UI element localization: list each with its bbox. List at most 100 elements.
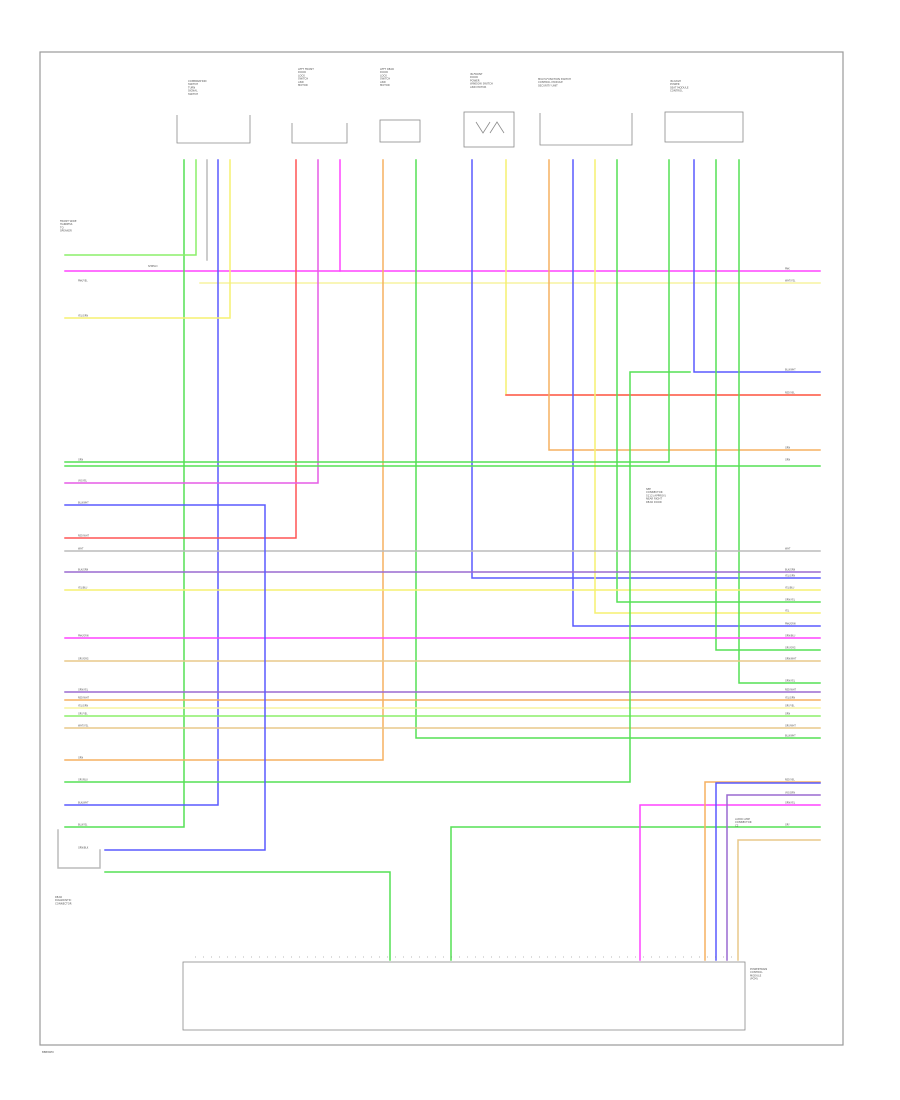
wire-c6-green3 (738, 159, 821, 684)
left-wire-label: WHT/YEL (78, 725, 89, 728)
wire-c1-yellow (64, 159, 231, 319)
diagram-code: B8B84E0 (42, 1050, 54, 1054)
right-wire-label: GRY (785, 824, 790, 827)
left-wire-label: GRN (78, 757, 83, 760)
right-wire-label: GRY/ORG (785, 647, 796, 650)
wire-c5-blue (572, 159, 821, 627)
wire-c5-yellow (594, 159, 821, 614)
wire-c5-green (616, 159, 821, 603)
left-wire-label: YEL/GRN (78, 705, 88, 708)
right-wire-label: YEL (785, 610, 790, 613)
left-wire-label: BLU/WHT (78, 502, 89, 505)
wire-blue-loop (64, 504, 266, 851)
wire-h-green3 (64, 371, 691, 783)
right-wire-label: GRN/YEL (785, 599, 796, 602)
left-wire-label: YEL/GRN (78, 315, 88, 318)
wire-green-lower (450, 826, 821, 961)
right-wire-label: GRY/WHT (785, 725, 796, 728)
left-wire-label: GRN (78, 459, 83, 462)
right-wire-label: YEL/GRN (785, 697, 795, 700)
wire-pink-lower (639, 804, 821, 961)
left-wire-label: PNK/GRN (78, 635, 89, 638)
right-wire-label: RED/YEL (785, 392, 795, 395)
wire-c4-yellow (505, 159, 821, 396)
wire-c6-blue (693, 159, 821, 373)
left-wire-label: WHT (78, 548, 84, 551)
left-wire-label: BLK/WHT (78, 802, 89, 805)
wire-c1-green2 (64, 159, 197, 256)
right-wire-label: YEL/GRN (785, 575, 795, 578)
right-wire-label: BLU/WHT (785, 369, 796, 372)
wire-c4-blue (471, 159, 821, 579)
note-shield: SHIELD (148, 264, 157, 268)
wire-c5-orange (548, 159, 821, 451)
left-wire-label: RED/WHT (78, 535, 90, 538)
left-wire-label: GRY/ORG (78, 658, 89, 661)
right-wire-label: PNK (785, 268, 790, 271)
wire-c6-green (64, 159, 670, 463)
wire-c3-green (415, 159, 821, 739)
wire-c2-red (64, 159, 297, 539)
wire-group (57, 159, 821, 961)
left-wire-label: GRY/BLU (78, 779, 88, 782)
right-wire-label: GRN (785, 459, 790, 462)
wire-c3-orange (64, 159, 384, 761)
right-wire-label: GRN (785, 447, 790, 450)
right-wire-label: RED/YEL (785, 779, 795, 782)
left-wire-label: YEL/BLU (78, 587, 88, 590)
wire-blue-lower (715, 782, 821, 961)
diagram-frame (39, 51, 844, 1046)
right-wire-label: BLU/WHT (785, 735, 796, 738)
wire-gray-ground (57, 829, 101, 869)
left-wire-label: VIO/YEL (78, 480, 88, 483)
right-wire-label: YEL/BLU (785, 587, 795, 590)
wire-c1-green (64, 159, 185, 828)
left-wire-label: GRN/BLK (78, 847, 89, 850)
right-wire-label: GRN (785, 713, 790, 716)
wire-tan-lower (737, 839, 821, 961)
right-wire-label: VIO/GRN (785, 792, 795, 795)
left-wire-label: GRN/YEL (78, 689, 89, 692)
left-wire-labels: PNK/YEL YEL/GRN GRN VIO/YEL BLU/WHT RED/WHT WH… (78, 280, 90, 850)
left-wire-label: RED/WHT (78, 697, 90, 700)
right-wire-labels: PNK WHT/YEL BLU/WHT RED/YEL GRN GRN WHT BLK/GRN… (785, 268, 797, 827)
right-wire-label: GRN/YEL (785, 680, 796, 683)
right-wire-label: GRN/YEL (785, 802, 796, 805)
wire-green-to-pcm (104, 871, 391, 961)
right-wire-label: WHT (785, 548, 791, 551)
right-wire-label: PNK/GRN (785, 623, 796, 626)
right-wire-label: WHT/YEL (785, 280, 796, 283)
left-wire-label: BLK/GRN (78, 569, 89, 572)
wire-orange-lower (704, 781, 821, 961)
right-wire-label: RED/WHT (785, 689, 797, 692)
wire-c2-magenta (64, 159, 319, 484)
right-wire-label: BLK/GRN (785, 569, 796, 572)
right-wire-label: GRN/BLU (785, 635, 796, 638)
left-wire-label: GRY/YEL (78, 713, 88, 716)
left-wire-label: BLU/YEL (78, 824, 88, 827)
left-wire-label: PNK/YEL (78, 280, 88, 283)
wire-violet-lower (726, 794, 821, 961)
right-wire-label: GRY/YEL (785, 705, 795, 708)
right-wire-label: GRN/WHT (785, 658, 797, 661)
wire-c6-green2 (715, 159, 821, 651)
